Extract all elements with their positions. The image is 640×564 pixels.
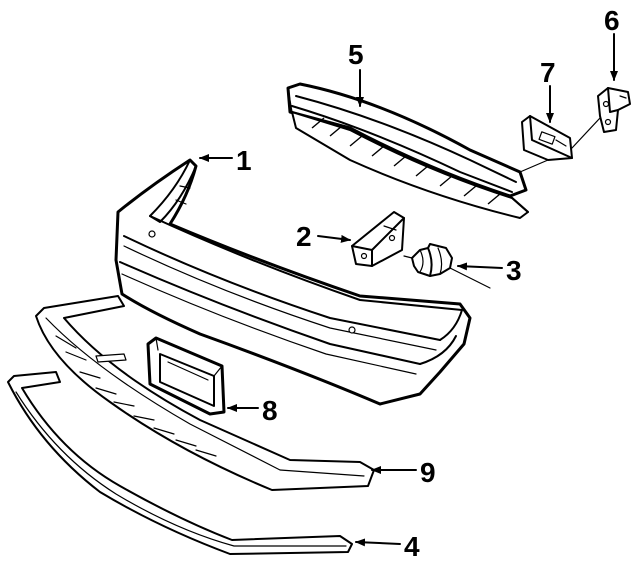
part-4-lower-strip: [7, 371, 353, 555]
callout-5: 5: [348, 39, 364, 107]
callout-label-8: 8: [262, 395, 278, 426]
part-5-reinforcement: [286, 82, 529, 219]
callout-4: 4: [355, 531, 420, 562]
callout-label-1: 1: [236, 145, 252, 176]
leader-7-to-5: [519, 159, 549, 173]
callout-label-2: 2: [296, 221, 312, 252]
callout-label-5: 5: [348, 39, 364, 70]
callout-8: 8: [227, 395, 278, 426]
callout-9: 9: [371, 457, 436, 488]
leader-6-to-7: [571, 117, 601, 149]
part-7-plate: [521, 115, 573, 161]
part-2-bracket: [351, 211, 405, 267]
callout-6: 6: [604, 5, 620, 81]
callout-3: 3: [457, 255, 522, 286]
callout-2: 2: [296, 221, 351, 252]
part-3-absorber: [403, 243, 491, 289]
part-8-license-bracket: [146, 336, 226, 416]
callout-label-3: 3: [506, 255, 522, 286]
callout-label-9: 9: [420, 457, 436, 488]
callout-1: 1: [199, 145, 252, 176]
callout-7: 7: [540, 57, 556, 123]
part-9-lower-molding: [35, 295, 375, 491]
part-6-bracket: [597, 87, 631, 133]
callout-label-6: 6: [604, 5, 620, 36]
callout-label-7: 7: [540, 57, 556, 88]
part-1-bumper-cover: [114, 158, 472, 406]
callout-label-4: 4: [404, 531, 420, 562]
